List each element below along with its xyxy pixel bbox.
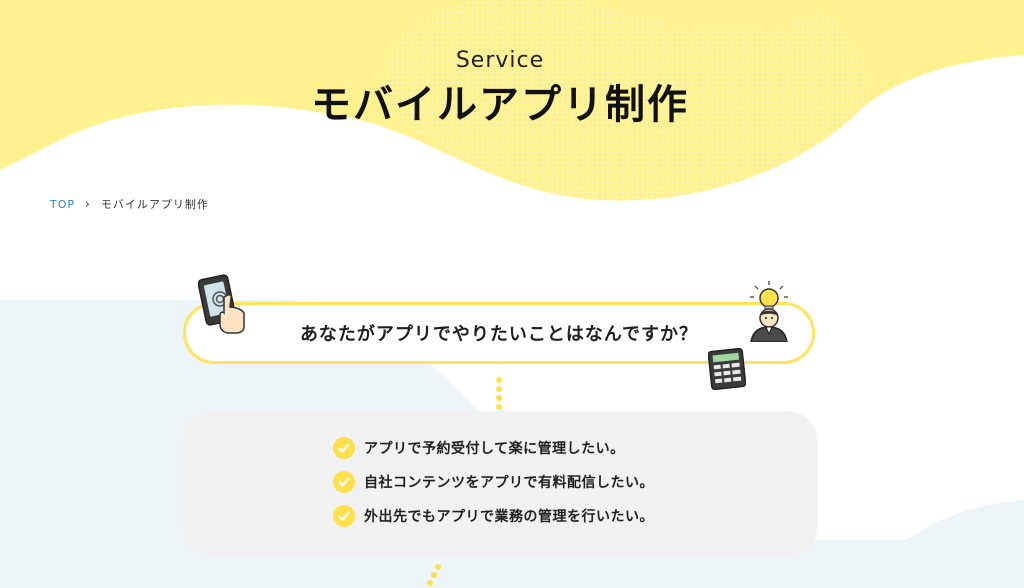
list-item-text: 外出先でもアプリで業務の管理を行いたい。 xyxy=(364,509,654,525)
check-icon xyxy=(333,471,355,493)
check-icon xyxy=(333,437,355,459)
list-item: 自社コンテンツをアプリで有料配信したい。 xyxy=(333,470,817,494)
answer-list: アプリで予約受付して楽に管理したい。 自社コンテンツをアプリで有料配信したい。 … xyxy=(183,411,817,557)
page-title: モバイルアプリ制作 xyxy=(311,82,689,128)
hero-subtitle: Service xyxy=(455,48,545,73)
tablet-touch-icon xyxy=(198,274,245,334)
idea-person-icon xyxy=(750,281,788,342)
list-item: アプリで予約受付して楽に管理したい。 xyxy=(333,436,817,460)
question-text: あなたがアプリでやりたいことはなんですか？ xyxy=(299,324,699,345)
list-item: 外出先でもアプリで業務の管理を行いたい。 xyxy=(333,504,817,528)
list-item-text: 自社コンテンツをアプリで有料配信したい。 xyxy=(364,475,654,491)
calculator-icon xyxy=(708,348,746,390)
connector-dots xyxy=(496,377,502,413)
chevron-right-icon: › xyxy=(85,197,91,211)
breadcrumb-current: モバイルアプリ制作 xyxy=(100,198,209,211)
breadcrumb: TOP › モバイルアプリ制作 xyxy=(50,196,209,212)
breadcrumb-home-link[interactable]: TOP xyxy=(50,197,76,211)
list-item-text: アプリで予約受付して楽に管理したい。 xyxy=(364,441,625,457)
check-icon xyxy=(333,505,355,527)
